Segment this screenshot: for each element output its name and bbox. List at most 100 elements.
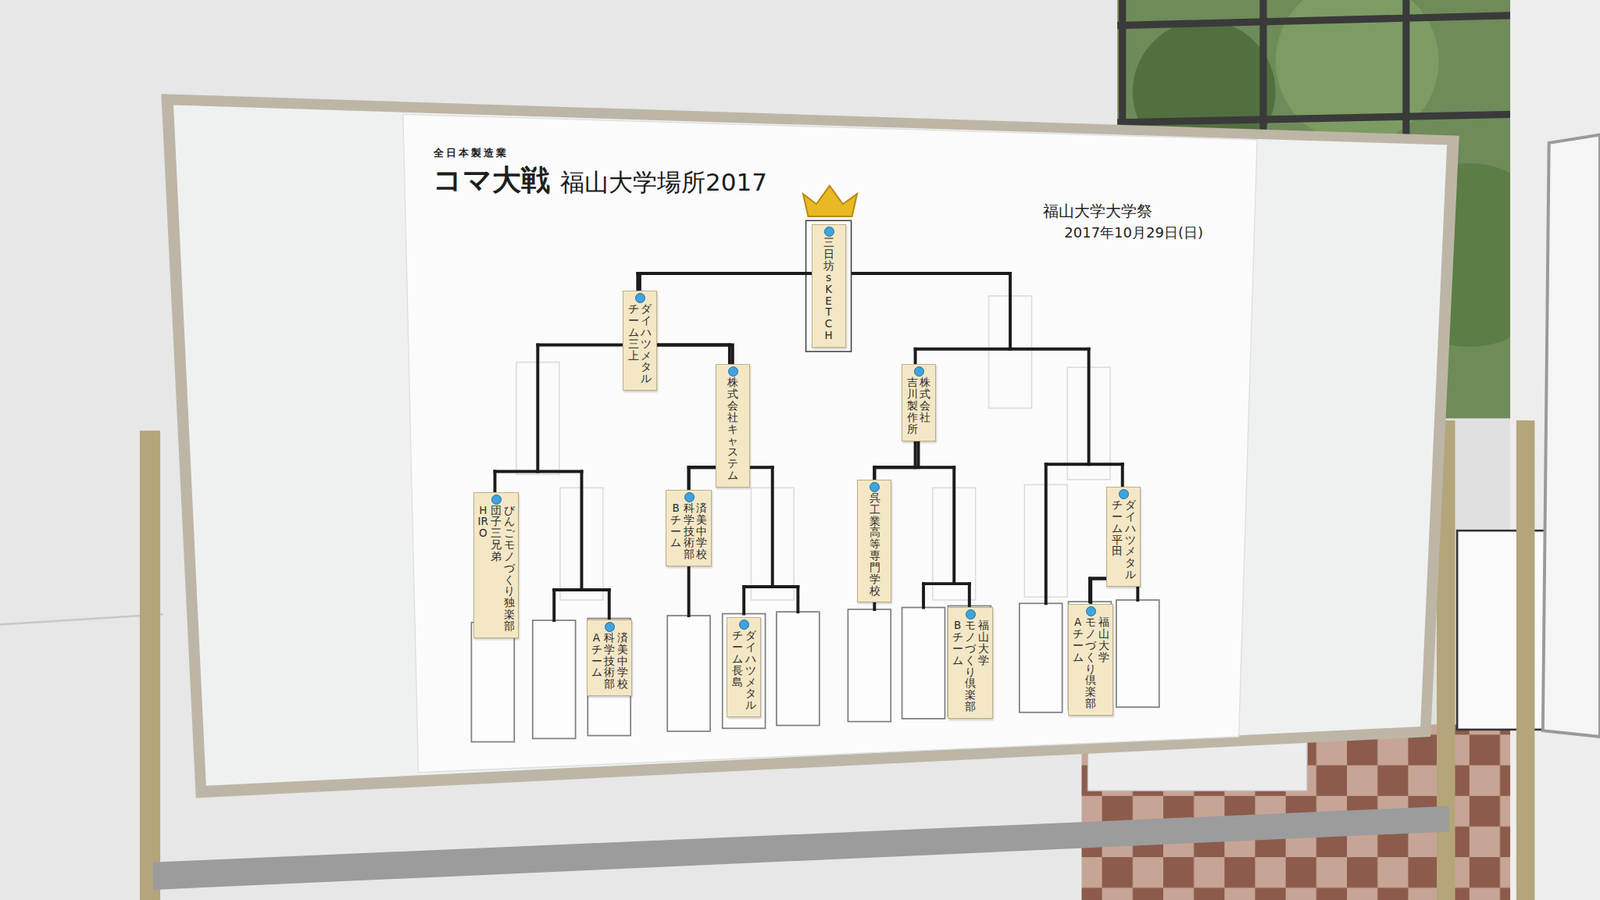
crown	[803, 185, 858, 217]
stand-pole	[1516, 420, 1536, 900]
team-name: Aチーム	[1072, 616, 1084, 663]
team-name: ダイハツメタル	[1125, 499, 1136, 581]
bracket-line	[921, 583, 925, 608]
bracket-connector	[657, 344, 733, 365]
bracket-connector	[689, 467, 716, 490]
entry-box	[587, 618, 631, 736]
team-name: 呉工業高等専門学校	[869, 492, 881, 597]
push-pin	[824, 226, 835, 237]
team-card: ダイハツメタルチーム平田	[1106, 486, 1141, 587]
bracket-connector	[639, 273, 812, 291]
team-name: 株式会社キャステム	[727, 376, 739, 482]
bracket-line	[552, 589, 556, 621]
bracket-line	[742, 586, 746, 615]
card-columns: ダイハツメタルチーム三上	[627, 303, 653, 385]
bracket-line	[607, 589, 611, 619]
team-name: 株式会社	[919, 376, 931, 423]
push-pin	[965, 609, 976, 620]
whiteboard-surface	[173, 105, 1447, 786]
team-name: チーム長島	[732, 629, 743, 688]
bracket-line	[771, 467, 775, 587]
push-pin	[1085, 606, 1097, 617]
bracket-line	[967, 583, 972, 606]
champion-frame	[806, 220, 852, 352]
stand-pole	[139, 430, 161, 900]
team-name: Aチーム	[591, 632, 603, 679]
entry-box	[1019, 603, 1063, 712]
bracket-line	[553, 588, 610, 592]
bracket-line	[1046, 462, 1123, 466]
push-pin	[635, 292, 646, 304]
team-name: モノづくり倶楽部	[964, 619, 976, 713]
push-pin	[869, 482, 880, 493]
pillar	[1510, 0, 1600, 900]
event-date: 2017年10月29日(日)	[1064, 223, 1204, 243]
bracket-line	[1008, 273, 1012, 350]
team-card: びんごモノづくり独楽部団子三兄弟HIRO	[473, 492, 520, 639]
bracket-line	[952, 467, 956, 584]
entry-box	[471, 622, 515, 743]
team-name: 吉川製作所	[907, 376, 918, 435]
team-name: チーム三上	[628, 303, 640, 361]
team-name: Bチーム	[952, 619, 964, 666]
entry-box	[667, 615, 711, 732]
push-pin	[914, 366, 925, 377]
card-columns: 済美中学校科学技術部Aチーム	[591, 632, 629, 690]
team-card: 福山大学モノづくり倶楽部Aチーム	[1067, 603, 1115, 716]
team-card: ダイハツメタルチーム長島	[726, 617, 761, 718]
team-card: 呉工業高等専門学校	[857, 479, 892, 604]
team-name: 科学技術部	[683, 502, 695, 561]
whiteboard-frame	[160, 93, 1459, 798]
team-name: 済美中学校	[617, 632, 629, 690]
bracket-line	[915, 347, 1090, 351]
team-card: 株式会社キャステム	[715, 364, 750, 488]
entry-box	[902, 607, 946, 719]
bracket-line	[580, 471, 584, 590]
team-name: びんごモノづくり独楽部	[503, 504, 515, 633]
card-columns: びんごモノづくり独楽部団子三兄弟HIRO	[478, 504, 515, 633]
team-name: HIRO	[478, 504, 490, 540]
team-name: 科学技術部	[603, 632, 615, 690]
logo-wordmark: コマ大戦	[432, 160, 550, 200]
card-columns: 呉工業高等専門学校	[861, 492, 887, 597]
team-card: 福山大学モノづくり倶楽部Bチーム	[947, 607, 994, 719]
bracket-connector	[874, 441, 918, 480]
entry-box	[532, 620, 576, 739]
card-columns: 三日坊 sKETCH	[816, 236, 842, 342]
team-card: ダイハツメタルチーム三上	[622, 290, 658, 391]
push-pin	[728, 366, 739, 377]
team-card: 三日坊 sKETCH	[811, 224, 847, 348]
wall-seam	[0, 614, 164, 625]
bracket-line	[743, 585, 798, 589]
card-columns: 株式会社吉川製作所	[906, 376, 932, 435]
team-card: 済美中学校科学技術部Aチーム	[586, 619, 633, 697]
stand-rail	[153, 806, 1450, 890]
entry-box	[1116, 600, 1160, 708]
push-pin	[1118, 489, 1129, 500]
push-pin	[739, 619, 750, 630]
push-pin	[684, 492, 695, 503]
card-columns: ダイハツメタルチーム平田	[1110, 499, 1136, 581]
bracket-poster	[403, 114, 1258, 772]
team-name: モノづくり倶楽部	[1085, 616, 1097, 710]
entry-box	[847, 609, 891, 722]
bracket-connector	[1090, 578, 1107, 605]
entry-box	[776, 611, 820, 725]
card-columns: 福山大学モノづくり倶楽部Aチーム	[1072, 616, 1110, 710]
bracket-line	[1087, 349, 1091, 465]
title: 福山大学場所2017	[560, 166, 768, 200]
card-columns: 株式会社キャステム	[720, 376, 746, 482]
team-name: 福山大学	[978, 619, 990, 666]
team-name: Bチーム	[670, 502, 682, 549]
bracket-line	[923, 582, 970, 586]
team-name: ダイハツメタル	[640, 303, 652, 385]
push-pin	[604, 621, 615, 633]
bracket-line	[1044, 464, 1048, 604]
card-columns: 福山大学モノづくり倶楽部Bチーム	[952, 619, 990, 713]
logo-subtitle: 全日本製造業	[433, 146, 509, 161]
team-name: 団子三兄弟	[490, 504, 502, 563]
bracket-line	[535, 344, 540, 472]
team-name: チーム平田	[1111, 499, 1123, 558]
